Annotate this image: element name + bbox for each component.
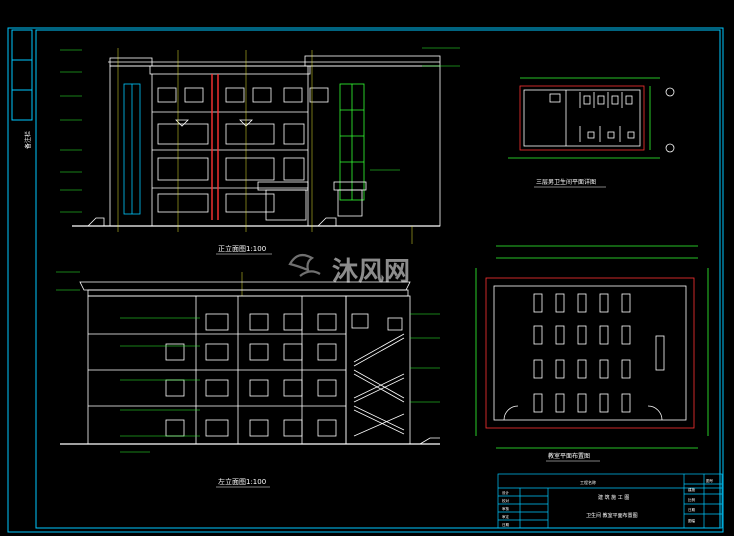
watermark-logo-icon <box>288 253 321 277</box>
tb-right-2: 比例 <box>688 497 696 502</box>
side-windows <box>165 313 403 437</box>
toilet-plan-title: 三层男卫生间平面详图 <box>536 178 596 186</box>
tb-project-label: 工程名称 <box>580 479 596 485</box>
border-tab-text: 备注栏 <box>24 131 32 149</box>
axis-lines <box>117 48 413 296</box>
tb-right-1: 建施 <box>688 487 696 492</box>
outer-frame <box>7 27 724 533</box>
side-level-marks <box>56 271 440 453</box>
inner-frame <box>35 29 721 529</box>
tb-right-0: 图号 <box>706 478 714 483</box>
tb-row-2: 审核 <box>502 506 510 511</box>
tb-sheet-name: 建 筑 施 工 图 <box>598 494 629 501</box>
tb-row-3: 审定 <box>502 514 510 519</box>
classroom-plan-title: 教室平面布置图 <box>548 452 590 460</box>
tb-right-4: 图幅 <box>688 518 696 523</box>
front-level-marks <box>60 47 460 213</box>
tb-right-3: 日期 <box>688 507 696 512</box>
classroom-plan <box>475 245 709 449</box>
toilet-plan <box>508 77 675 159</box>
tb-row-4: 日期 <box>502 522 510 527</box>
side-elevation-title: 左立面图1:100 <box>218 477 266 486</box>
tb-row-0: 设计 <box>502 490 510 495</box>
title-block <box>497 473 723 529</box>
tb-sheet-content: 卫生间 教室平面布置图 <box>586 512 638 519</box>
watermark-text: 沐风网 <box>332 257 410 287</box>
tb-row-1: 校对 <box>502 498 510 503</box>
desk-grid <box>533 293 631 413</box>
front-elevation <box>72 55 441 227</box>
left-tab <box>11 29 33 121</box>
side-elevation <box>60 281 440 445</box>
watermark: 沐风网 <box>288 253 410 287</box>
front-elevation-title: 正立面图1:100 <box>218 244 266 253</box>
